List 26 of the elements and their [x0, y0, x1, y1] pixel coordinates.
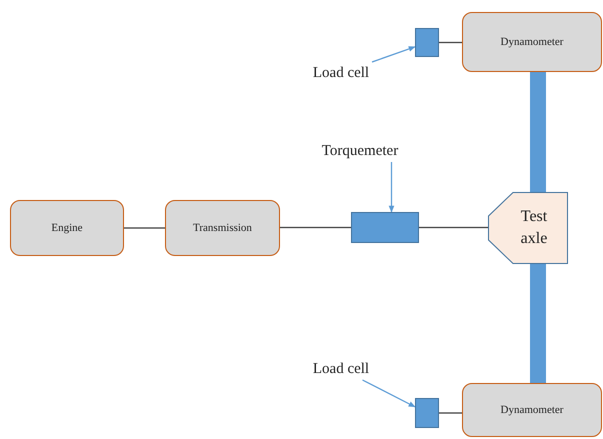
node-text: Dynamometer — [500, 402, 564, 418]
connector-line — [124, 227, 165, 229]
callout-label: Torquemeter — [308, 140, 412, 162]
leader-arrow — [362, 379, 416, 408]
node-text: Test axle — [520, 208, 548, 247]
node-text: Dynamometer — [500, 34, 564, 50]
node-text: Transmission — [193, 220, 252, 236]
leader-arrow — [372, 46, 416, 63]
shaft — [530, 72, 546, 192]
connector-line — [439, 42, 462, 44]
test-axle-shape — [488, 192, 568, 264]
component-box — [10, 200, 124, 256]
connector-line — [439, 412, 462, 414]
component-box — [462, 12, 602, 72]
connector-line — [419, 226, 488, 228]
component-box — [462, 383, 602, 437]
connector-line — [280, 226, 351, 228]
torquemeter-block — [351, 212, 419, 243]
shaft — [530, 264, 546, 383]
component-box — [165, 200, 280, 256]
load-cell-block — [415, 28, 439, 57]
callout-label: Load cell — [304, 358, 378, 380]
callout-label: Load cell — [304, 62, 378, 84]
node-text: Engine — [51, 220, 83, 236]
load-cell-block — [415, 398, 439, 428]
leader-arrow — [388, 162, 394, 213]
